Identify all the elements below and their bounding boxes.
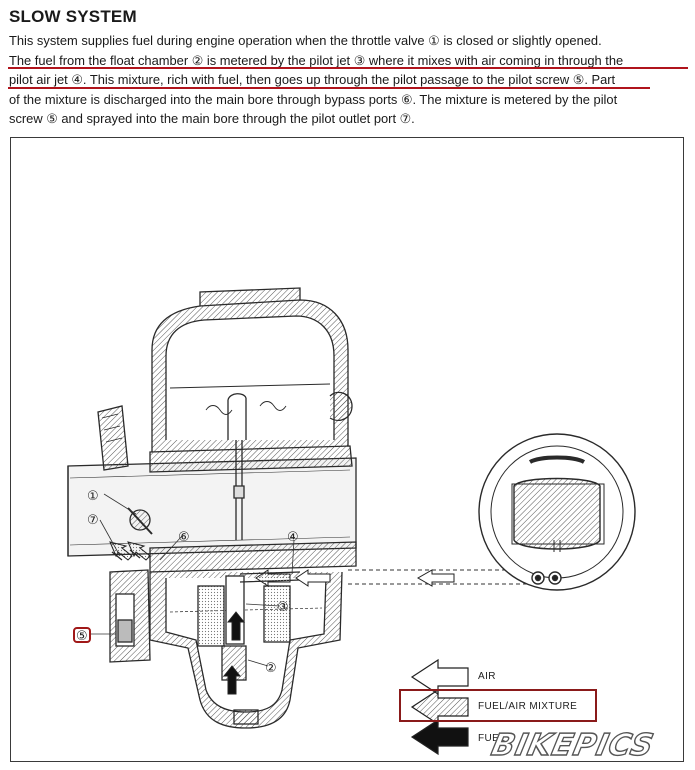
callout-2: ② (265, 661, 277, 676)
diagram-frame (10, 137, 684, 762)
pilot-screw-highlight (73, 627, 91, 643)
callout-1: ① (87, 489, 99, 504)
description-paragraph: This system supplies fuel during engine … (9, 31, 685, 129)
page-title: SLOW SYSTEM (9, 7, 137, 26)
callout-3: ③ (277, 600, 289, 615)
legend-air-arrow (410, 658, 469, 696)
legend-mixture-label: FUEL/AIR MIXTURE (478, 701, 578, 712)
air-flow-arrow (295, 569, 331, 587)
mixture-flow-arrow (255, 569, 291, 587)
callout-6: ⑥ (178, 530, 190, 545)
paragraph-line-4: of the mixture is discharged into the ma… (9, 91, 618, 107)
flow-arrows (109, 541, 455, 695)
callout-7: ⑦ (87, 513, 99, 528)
paragraph-line-5: screw ⑤ and sprayed into the main bore t… (9, 111, 415, 127)
bikepics-watermark: BIKEPICS (488, 727, 658, 763)
highlight-underline-2 (8, 87, 650, 89)
paragraph-line-2: The fuel from the float chamber ② is met… (9, 52, 624, 68)
paragraph-line-3: pilot air jet ④. This mixture, rich with… (9, 72, 616, 88)
legend-arrows (410, 658, 469, 756)
bypass-flow-arrow-1 (109, 541, 133, 561)
projection-lines (348, 569, 530, 585)
callout-5: ⑤ (76, 629, 88, 644)
legend-air-label: AIR (478, 671, 496, 682)
fuel-flow-arrow-2 (222, 665, 242, 695)
fuel-flow-arrow-1 (226, 611, 246, 641)
carburetor-body (67, 287, 357, 729)
highlight-underline-1 (8, 67, 688, 69)
callout-numbers: ① ② ③ ④ ⑤ ⑥ ⑦ (76, 489, 299, 676)
callout-leaders (91, 493, 295, 667)
bypass-flow-arrow-2 (127, 541, 151, 561)
intake-air-arrow (416, 569, 455, 587)
legend-mixture-arrow (410, 688, 469, 726)
callout-4: ④ (287, 530, 299, 545)
legend-fuel-arrow (410, 718, 469, 756)
paragraph-line-1: This system supplies fuel during engine … (9, 33, 602, 48)
legend-mixture-highlight (399, 689, 597, 722)
carb-mouth-detail (478, 433, 636, 591)
legend-fuel-label: FUEL (478, 733, 506, 744)
